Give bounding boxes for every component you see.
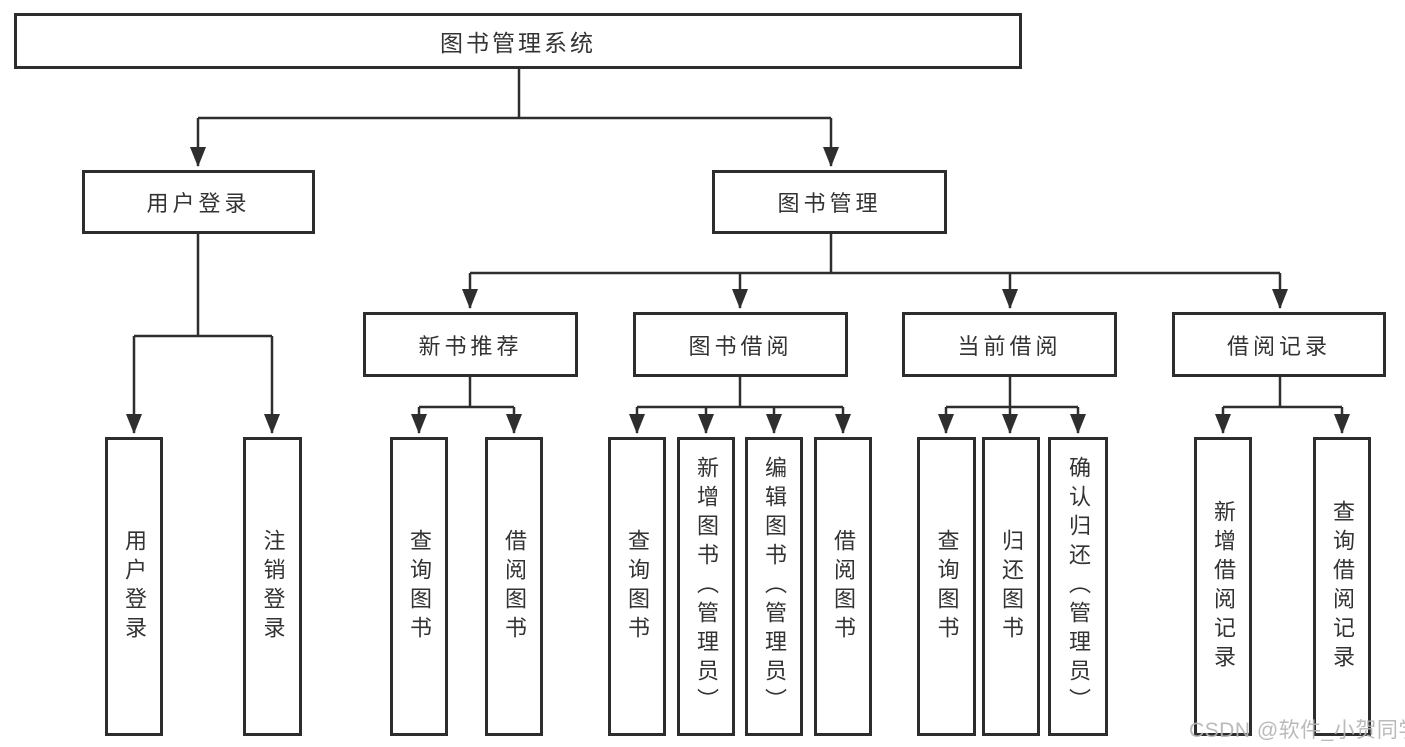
node-label: 查询图书	[407, 528, 432, 645]
node-label: 确认归还（管理员）	[1066, 456, 1091, 717]
leaf-node-query-books-recommend: 查询图书	[390, 437, 448, 736]
node-label: 用户登录	[146, 191, 251, 216]
node-label: 当前借阅	[957, 333, 1062, 359]
node-borrowing-records: 借阅记录	[1172, 312, 1386, 377]
node-label: 新书推荐	[418, 333, 523, 359]
node-book-borrowing: 图书借阅	[633, 312, 848, 377]
node-label: 图书管理	[777, 191, 882, 216]
leaf-node-user-login: 用户登录	[105, 437, 163, 736]
leaf-node-logout: 注销登录	[243, 437, 302, 736]
node-label: 新增图书（管理员）	[694, 456, 719, 717]
node-book-management: 图书管理	[712, 170, 947, 234]
leaf-node-query-borrow-record: 查询借阅记录	[1313, 437, 1371, 736]
node-label: 借阅图书	[831, 528, 856, 645]
leaf-node-edit-books-admin: 编辑图书（管理员）	[745, 437, 803, 736]
node-new-book-recommendation: 新书推荐	[363, 312, 578, 377]
node-label: 查询图书	[934, 528, 960, 645]
node-label: 归还图书	[999, 528, 1024, 645]
node-library-management-system: 图书管理系统	[14, 13, 1022, 69]
node-current-borrowing: 当前借阅	[902, 312, 1117, 377]
node-label: 图书借阅	[688, 333, 793, 359]
node-label: 编辑图书（管理员）	[762, 456, 787, 717]
node-label: 借阅记录	[1226, 333, 1331, 359]
node-label: 图书管理系统	[440, 30, 596, 56]
node-label: 用户登录	[122, 528, 147, 645]
leaf-node-add-books-admin: 新增图书（管理员）	[677, 437, 735, 736]
node-label: 查询借阅记录	[1330, 499, 1355, 674]
csdn-watermark: CSDN @软件_小贺同学	[1189, 719, 1405, 742]
node-label: 注销登录	[260, 528, 286, 645]
node-label: 新增借阅记录	[1211, 499, 1236, 674]
leaf-node-borrow-books: 借阅图书	[814, 437, 872, 736]
leaf-node-add-borrow-record: 新增借阅记录	[1194, 437, 1252, 736]
node-label: 查询图书	[625, 528, 650, 645]
leaf-node-borrow-books-recommend: 借阅图书	[485, 437, 543, 736]
leaf-node-return-books: 归还图书	[982, 437, 1040, 736]
node-user-login: 用户登录	[82, 170, 315, 234]
leaf-node-query-books-current: 查询图书	[917, 437, 976, 736]
leaf-node-confirm-return-admin: 确认归还（管理员）	[1048, 437, 1108, 736]
node-label: 借阅图书	[502, 528, 527, 645]
leaf-node-query-books-borrow: 查询图书	[608, 437, 666, 736]
